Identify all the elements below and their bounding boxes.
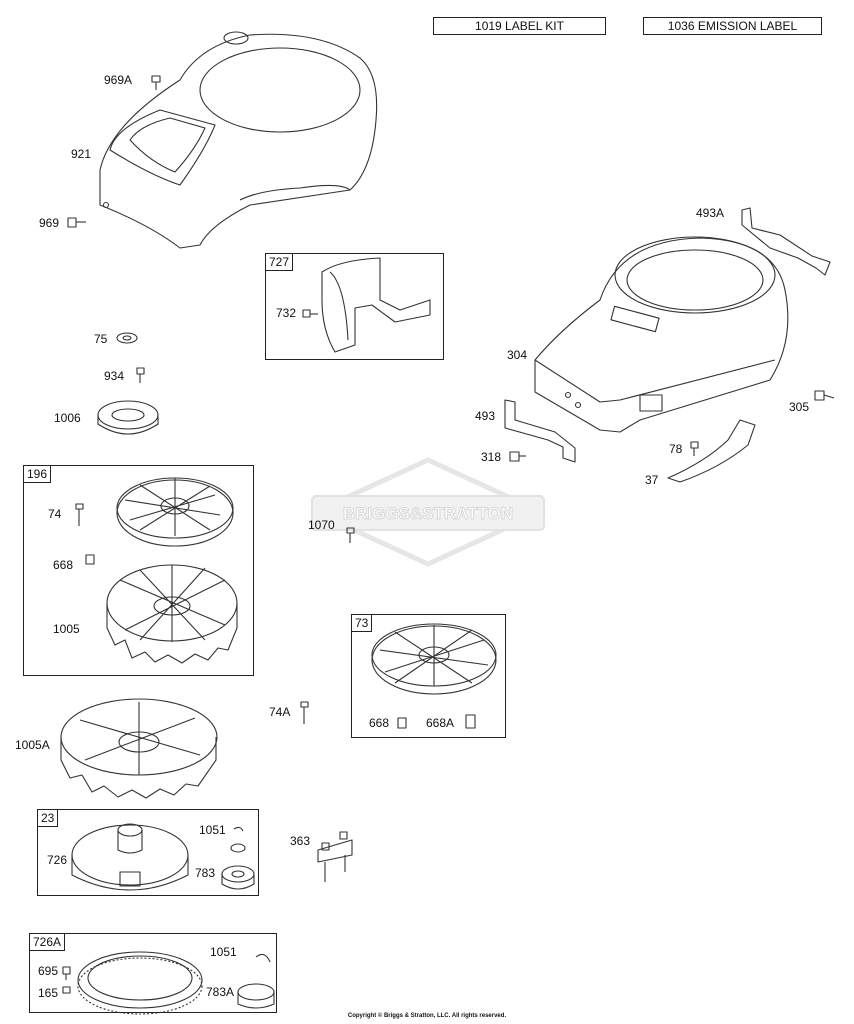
group-box-73: 73 [351, 614, 506, 738]
screw-732 [302, 309, 318, 318]
part-318: 318 [481, 450, 502, 464]
part-1005A: 1005A [15, 738, 50, 752]
fan-1005 [106, 564, 238, 664]
flywheel-726 [71, 823, 189, 891]
part-1051-a: 1051 [199, 823, 226, 837]
group-box-23: 23 [37, 809, 259, 896]
screw-969A [151, 75, 161, 90]
part-969: 969 [39, 216, 60, 230]
group-tag-196: 196 [23, 465, 52, 483]
group-box-727: 727 [265, 253, 444, 360]
group-box-726A: 726A [29, 933, 277, 1013]
part-695: 695 [38, 964, 59, 978]
part-1005: 1005 [53, 622, 80, 636]
part-74: 74 [48, 507, 62, 521]
part-921: 921 [71, 147, 92, 161]
blower-housing-304 [534, 236, 789, 433]
bracket-493A [741, 207, 831, 276]
screw-668A [465, 714, 476, 729]
armature-363 [317, 831, 353, 882]
copyright-notice: Copyright © Briggs & Stratton, LLC. All … [347, 1013, 507, 1019]
nut-165 [62, 986, 71, 994]
screw-74 [75, 503, 84, 526]
part-934: 934 [104, 369, 125, 383]
screw-934 [136, 367, 145, 383]
part-726: 726 [47, 853, 68, 867]
group-tag-23: 23 [37, 809, 59, 827]
group-tag-73: 73 [351, 614, 373, 632]
part-732: 732 [276, 306, 297, 320]
part-668-b: 668 [369, 716, 390, 730]
pin-668-b [397, 717, 407, 729]
part-1006: 1006 [54, 411, 81, 425]
group-box-196: 196 [23, 465, 254, 676]
screen-73 [371, 623, 497, 695]
bracket-493 [504, 399, 576, 463]
guide-37 [667, 419, 756, 483]
emission-label-1036: 1036 EMISSION LABEL [643, 17, 822, 35]
screw-78 [690, 441, 699, 456]
part-1051-b: 1051 [210, 945, 237, 959]
screw-305 [814, 390, 835, 401]
part-75: 75 [94, 332, 108, 346]
part-493A: 493A [696, 206, 725, 220]
part-668-a: 668 [53, 558, 74, 572]
part-1070: 1070 [308, 518, 335, 532]
part-363: 363 [290, 834, 311, 848]
screen-196 [116, 477, 234, 547]
cup-1006 [97, 400, 159, 435]
part-37: 37 [645, 473, 659, 487]
screw-695 [62, 966, 71, 980]
key-1051-a [233, 826, 244, 832]
part-969A: 969A [104, 73, 133, 87]
group-tag-727: 727 [265, 253, 294, 271]
washer-75 [116, 332, 138, 344]
screw-1070 [346, 527, 355, 543]
gear-783A [237, 983, 275, 1009]
part-305: 305 [789, 400, 810, 414]
part-165: 165 [38, 986, 59, 1000]
gear-783 [221, 865, 255, 890]
part-304: 304 [507, 348, 528, 362]
washer [230, 843, 246, 853]
part-493: 493 [475, 409, 496, 423]
group-tag-726A: 726A [29, 933, 66, 951]
pin-668-a [85, 554, 95, 565]
part-783A: 783A [206, 985, 235, 999]
screw-969 [67, 217, 86, 228]
screw-318 [509, 451, 526, 462]
air-guide-727 [321, 257, 431, 353]
key-1051-b [255, 953, 271, 963]
part-74A: 74A [269, 705, 291, 719]
blower-housing-921 [99, 31, 378, 249]
part-668A: 668A [426, 716, 455, 730]
fan-1005A [60, 698, 218, 799]
screw-74A [300, 701, 309, 724]
label-kit-1019: 1019 LABEL KIT [433, 17, 606, 35]
part-78: 78 [669, 442, 683, 456]
ring-gear-726A [77, 951, 203, 1015]
part-783: 783 [195, 866, 216, 880]
